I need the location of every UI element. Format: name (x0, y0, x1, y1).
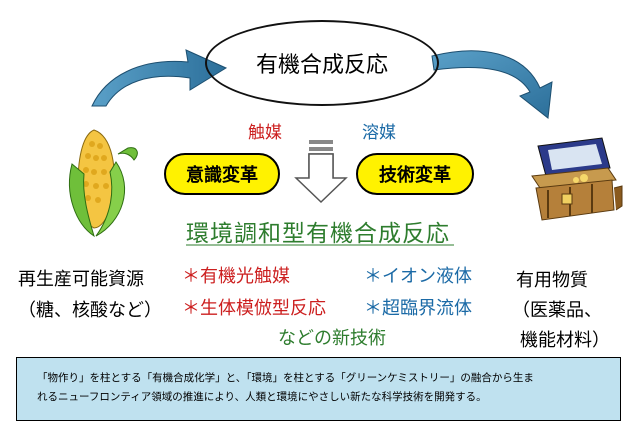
curved-arrow-left-icon (91, 49, 228, 107)
useful-materials-line1: 有用物質 (516, 270, 588, 291)
center-title: 有機合成反応 (205, 20, 439, 106)
renewable-resources-line1: 再生産可能資源 (18, 269, 144, 290)
summary-note-line1: 「物作り」を柱とする「有機合成化学」と、「環境」を柱とする「グリーンケミストリー… (37, 372, 534, 384)
mindset-change-pill: 意識変革 (164, 153, 280, 195)
new-technologies-label: などの新技術 (278, 328, 386, 349)
useful-materials-line2: （医薬品、 (512, 300, 602, 321)
supercritical-fluid-item: ＊超臨界流体 (364, 298, 472, 319)
renewable-resources-text: 再生産可能資源 （糖、核酸など） (18, 264, 162, 326)
treasure-chest-icon (531, 137, 623, 221)
biomimetic-reaction-item: ＊生体模倣型反応 (182, 298, 326, 319)
summary-note-line2: れるニューフロンティア領域の推進により、人類と環境にやさしい新たな科学技術を開発… (37, 391, 487, 403)
useful-materials-line3: 機能材料） (520, 330, 610, 351)
ionic-liquid-item: ＊イオン液体 (364, 266, 472, 287)
title-underline (186, 244, 454, 246)
tech-change-pill: 技術変革 (356, 153, 474, 195)
summary-note-box: 「物作り」を柱とする「有機合成化学」と、「環境」を柱とする「グリーンケミストリー… (16, 357, 621, 421)
corn-icon (68, 129, 138, 238)
environmental-synthesis-title: 環境調和型有機合成反応 (186, 221, 450, 247)
useful-materials-text: 有用物質 （医薬品、 機能材料） (512, 266, 610, 356)
catalyst-label: 触媒 (248, 123, 282, 143)
solvent-label: 溶媒 (362, 123, 396, 143)
curved-arrow-right-icon (431, 50, 553, 119)
down-arrow-icon (294, 140, 348, 204)
organic-photocatalyst-item: ＊有機光触媒 (182, 266, 290, 287)
renewable-resources-line2: （糖、核酸など） (18, 300, 162, 321)
